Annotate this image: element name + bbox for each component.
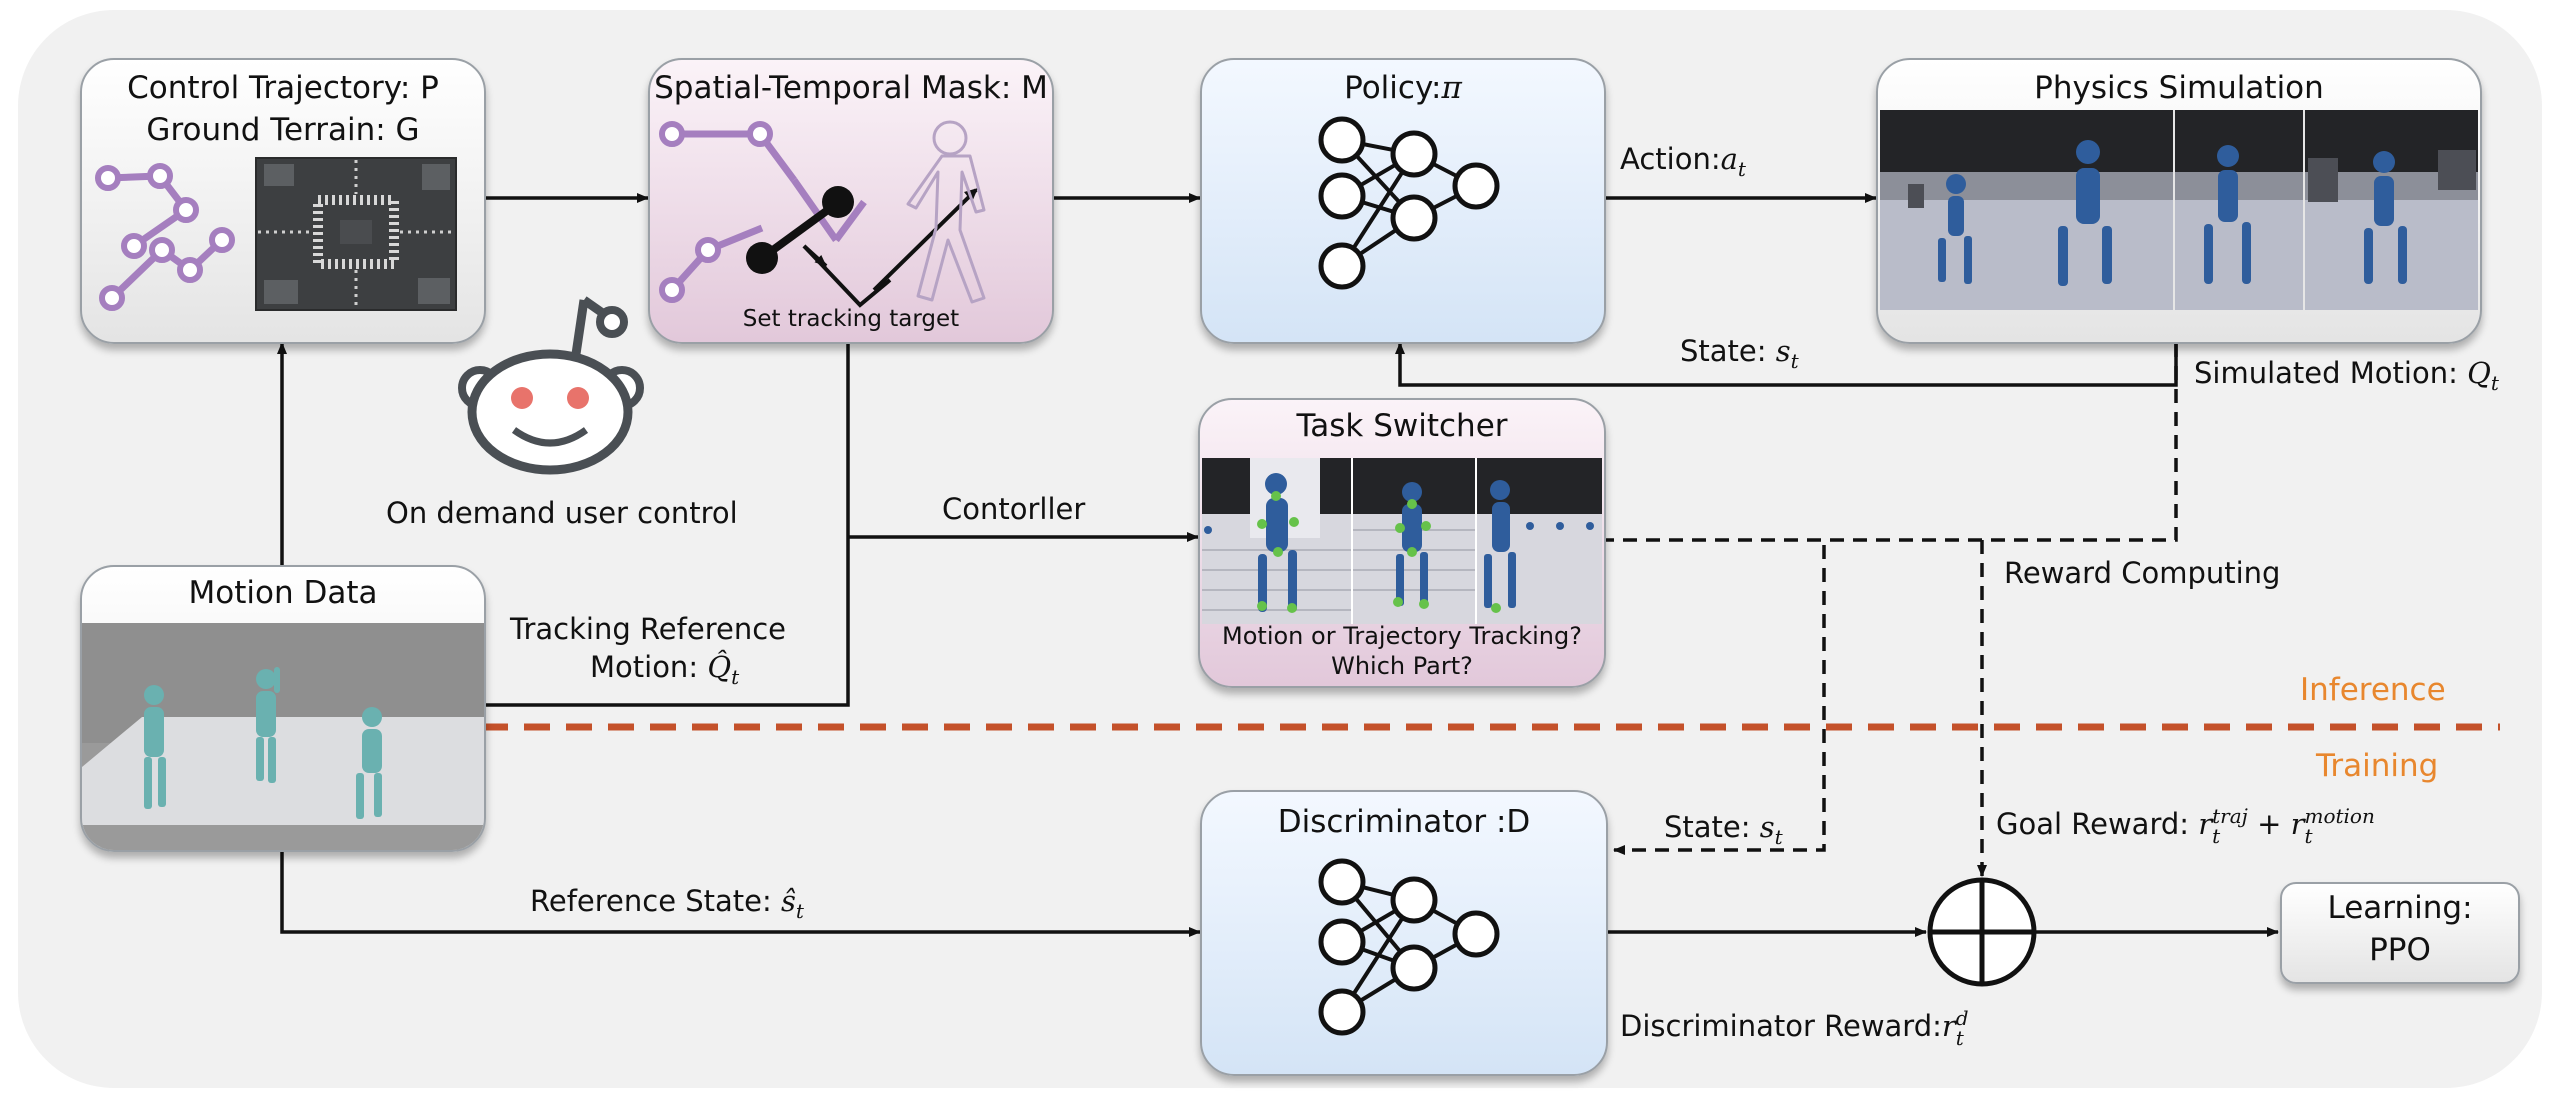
switcher-caption-line1: Motion or Trajectory Tracking? xyxy=(1222,622,1582,650)
disc-reward-sub: t xyxy=(1955,1026,1964,1050)
user-control-label: On demand user control xyxy=(386,496,738,530)
policy-title-text: Policy: xyxy=(1344,70,1442,106)
controller-label: Contorller xyxy=(942,492,1086,526)
control-title-line2: Ground Terrain: G xyxy=(146,112,420,148)
tracking-text: Motion: xyxy=(590,650,699,684)
reference-sub: t xyxy=(795,898,804,923)
goal-r2: r xyxy=(2290,807,2305,841)
physics-title: Physics Simulation xyxy=(2034,70,2324,106)
simulated-var: Q xyxy=(2467,356,2491,390)
simulated-sub: t xyxy=(2490,370,2499,395)
motion-data-box: Motion Data xyxy=(80,565,486,852)
state-sub: t xyxy=(1790,348,1799,373)
tracking-sub: t xyxy=(731,664,740,689)
goal-t2: t xyxy=(2304,824,2313,848)
disc-reward-text: Discriminator Reward: xyxy=(1620,1009,1942,1043)
arrow-state-feedback xyxy=(1395,340,2178,387)
simulation-frames xyxy=(1880,110,2478,310)
terrain-map-icon xyxy=(255,157,457,311)
state-text: State: xyxy=(1680,334,1767,368)
disc-reward-sup: d xyxy=(1955,1006,1969,1030)
action-var: a xyxy=(1720,142,1738,176)
control-trajectory-box: Control Trajectory: P Ground Terrain: G xyxy=(80,58,486,344)
dashed-switcher-to-reward xyxy=(1600,340,2178,542)
state2-var: s xyxy=(1759,810,1775,844)
simulated-motion-label: Simulated Motion: Qt xyxy=(2194,356,2499,395)
policy-title: Policy:π xyxy=(1202,70,1604,106)
goal-traj: traj xyxy=(2212,804,2248,828)
learning-ppo-box: Learning: PPO xyxy=(2280,882,2520,984)
line-tracking-reference xyxy=(482,342,850,707)
spatial-temporal-mask-box: Spatial-Temporal Mask: M Set tracking ta… xyxy=(648,58,1054,344)
discriminator-box: Discriminator :D xyxy=(1200,790,1608,1076)
action-sub: t xyxy=(1737,156,1746,181)
mask-trajectory-icon xyxy=(659,121,978,308)
discriminator-network-icon xyxy=(1318,858,1500,1036)
tracking-reference-line1: Tracking Reference xyxy=(510,612,786,646)
sum-circle-icon xyxy=(1927,877,2037,987)
action-text: Action: xyxy=(1620,142,1721,176)
goal-r1: r xyxy=(2198,807,2213,841)
arrow-reference-state xyxy=(280,848,1201,937)
learning-title-line1: Learning: xyxy=(2327,890,2473,926)
policy-box: Policy:π xyxy=(1200,58,1606,344)
simulated-text: Simulated Motion: xyxy=(2194,356,2458,390)
policy-symbol: π xyxy=(1441,70,1462,106)
goal-plus: + xyxy=(2257,807,2282,841)
training-label: Training xyxy=(2316,748,2439,784)
goal-t1: t xyxy=(2212,824,2221,848)
tracking-reference-line2: Motion: Q̂t xyxy=(590,650,739,689)
control-title-line1: Control Trajectory: P xyxy=(127,70,439,106)
motion-scene xyxy=(82,623,484,850)
task-frames xyxy=(1202,458,1602,624)
neural-network-icon xyxy=(1318,116,1500,290)
action-label: Action:at xyxy=(1620,142,1746,181)
state-label-top: State: st xyxy=(1680,334,1799,373)
reward-computing-label: Reward Computing xyxy=(2004,556,2281,590)
task-switcher-box: Task Switcher Motion or T xyxy=(1198,398,1606,688)
disc-reward-var: r xyxy=(1941,1009,1956,1043)
goal-text: Goal Reward: xyxy=(1996,807,2190,841)
dashed-state-to-discriminator xyxy=(1613,545,1826,855)
inference-label: Inference xyxy=(2300,672,2446,708)
discriminator-title: Discriminator :D xyxy=(1277,804,1531,840)
state2-sub: t xyxy=(1774,824,1783,849)
trajectory-icon xyxy=(95,163,235,311)
reference-var: ŝ xyxy=(781,884,796,918)
learning-title-line2: PPO xyxy=(2369,932,2431,968)
state-var: s xyxy=(1775,334,1791,368)
goal-motion: motion xyxy=(2304,804,2375,828)
reference-state-label: Reference State: ŝt xyxy=(530,884,804,923)
mask-caption: Set tracking target xyxy=(742,306,960,332)
state-label-bottom: State: st xyxy=(1664,810,1783,849)
pedestrian-outline-icon xyxy=(906,120,986,304)
motion-title: Motion Data xyxy=(188,575,378,611)
switcher-caption-line2: Which Part? xyxy=(1331,652,1473,680)
state2-text: State: xyxy=(1664,810,1751,844)
physics-simulation-box: Physics Simulation xyxy=(1876,58,2482,344)
mask-title: Spatial-Temporal Mask: M xyxy=(654,70,1048,106)
switcher-title: Task Switcher xyxy=(1296,408,1508,444)
tracking-var: Q̂ xyxy=(707,650,732,684)
reference-text: Reference State: xyxy=(530,884,772,918)
